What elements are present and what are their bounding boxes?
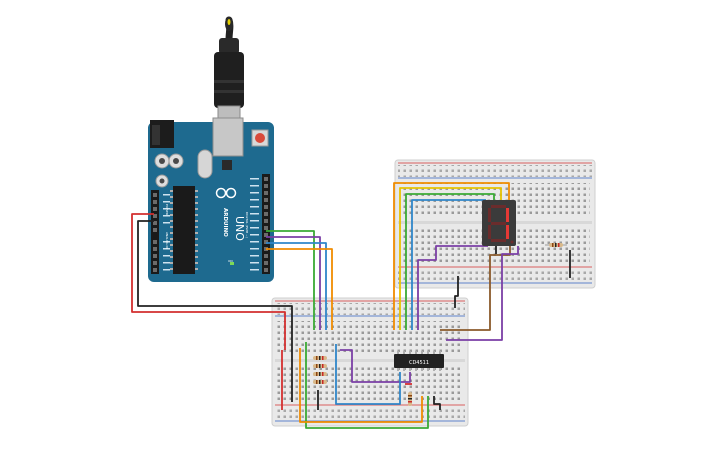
center-channel [275,359,465,362]
wire-black-ic[interactable] [433,396,441,410]
segment-c [506,225,509,239]
cd4511-label: CD4511 [409,360,429,366]
usb-chip [222,160,232,170]
arduino-model-label: UNO [233,216,246,241]
wire-green-seg-c[interactable] [405,193,495,330]
segment-e [488,225,491,239]
seven-segment-display[interactable] [482,200,516,246]
decimal-point [510,240,514,244]
segment-f [488,208,491,222]
wire-orange-seg-a[interactable] [393,182,510,330]
wire-purple-seg-g[interactable] [446,246,519,341]
on-led [230,262,234,265]
wire-purple-d5[interactable] [266,236,321,330]
on-led-label: ON [228,259,233,263]
wire-black-gnd-right[interactable] [454,276,459,308]
usb-port [212,117,244,157]
analog-in-label: ANALOG IN [165,232,169,249]
power-rail-bottom [398,269,592,281]
wire-red-5v[interactable] [131,213,286,350]
resistor-array[interactable] [313,356,327,384]
wire-blue-bcd[interactable] [335,344,401,405]
wire-green-loop[interactable] [305,342,429,429]
digital-label: DIGITAL (PWM ~) [245,212,249,238]
arduino-uno-board[interactable]: ON ARDUINO UNO ANALOG IN DIGITAL (PWM ~)… [148,117,274,282]
segment-b [506,208,509,222]
breadboard-bottom[interactable] [271,297,469,427]
wire-brown-seg-f[interactable] [440,246,511,331]
terminal-strip-top [277,321,463,355]
reset-button-cap[interactable] [255,133,265,143]
cd4511-chip[interactable]: CD4511 [394,351,444,371]
resistor-right[interactable] [545,243,567,247]
wire-yellow-seg-b[interactable] [399,187,502,330]
wire-purple-seg-e[interactable] [417,245,488,330]
wire-black-gnd[interactable] [137,220,293,402]
digital-header[interactable] [262,174,270,274]
atmega-chip [173,186,195,274]
arduino-logo-icon [215,187,237,199]
wire-purple-bcd[interactable] [340,349,411,383]
usb-cable[interactable] [214,16,244,135]
wire-orange-d7[interactable] [266,248,333,330]
segment-g [491,222,506,225]
wire-orange-loop[interactable] [299,348,423,423]
segment-d [491,239,506,242]
power-label: POWER [165,204,169,215]
terminal-strip-bottom [277,366,463,400]
power-rail-top [275,303,465,315]
crystal-oscillator [197,149,213,179]
power-rail-top [398,165,592,177]
segment-a [491,205,506,208]
wire-blue-seg-d[interactable] [411,199,486,330]
wire-blue-d6[interactable] [266,242,327,330]
arduino-brand-label: ARDUINO [222,208,228,237]
resistor-ic[interactable] [408,392,412,406]
power-rail-bottom [275,407,465,419]
wire-green-d4[interactable] [266,230,315,330]
